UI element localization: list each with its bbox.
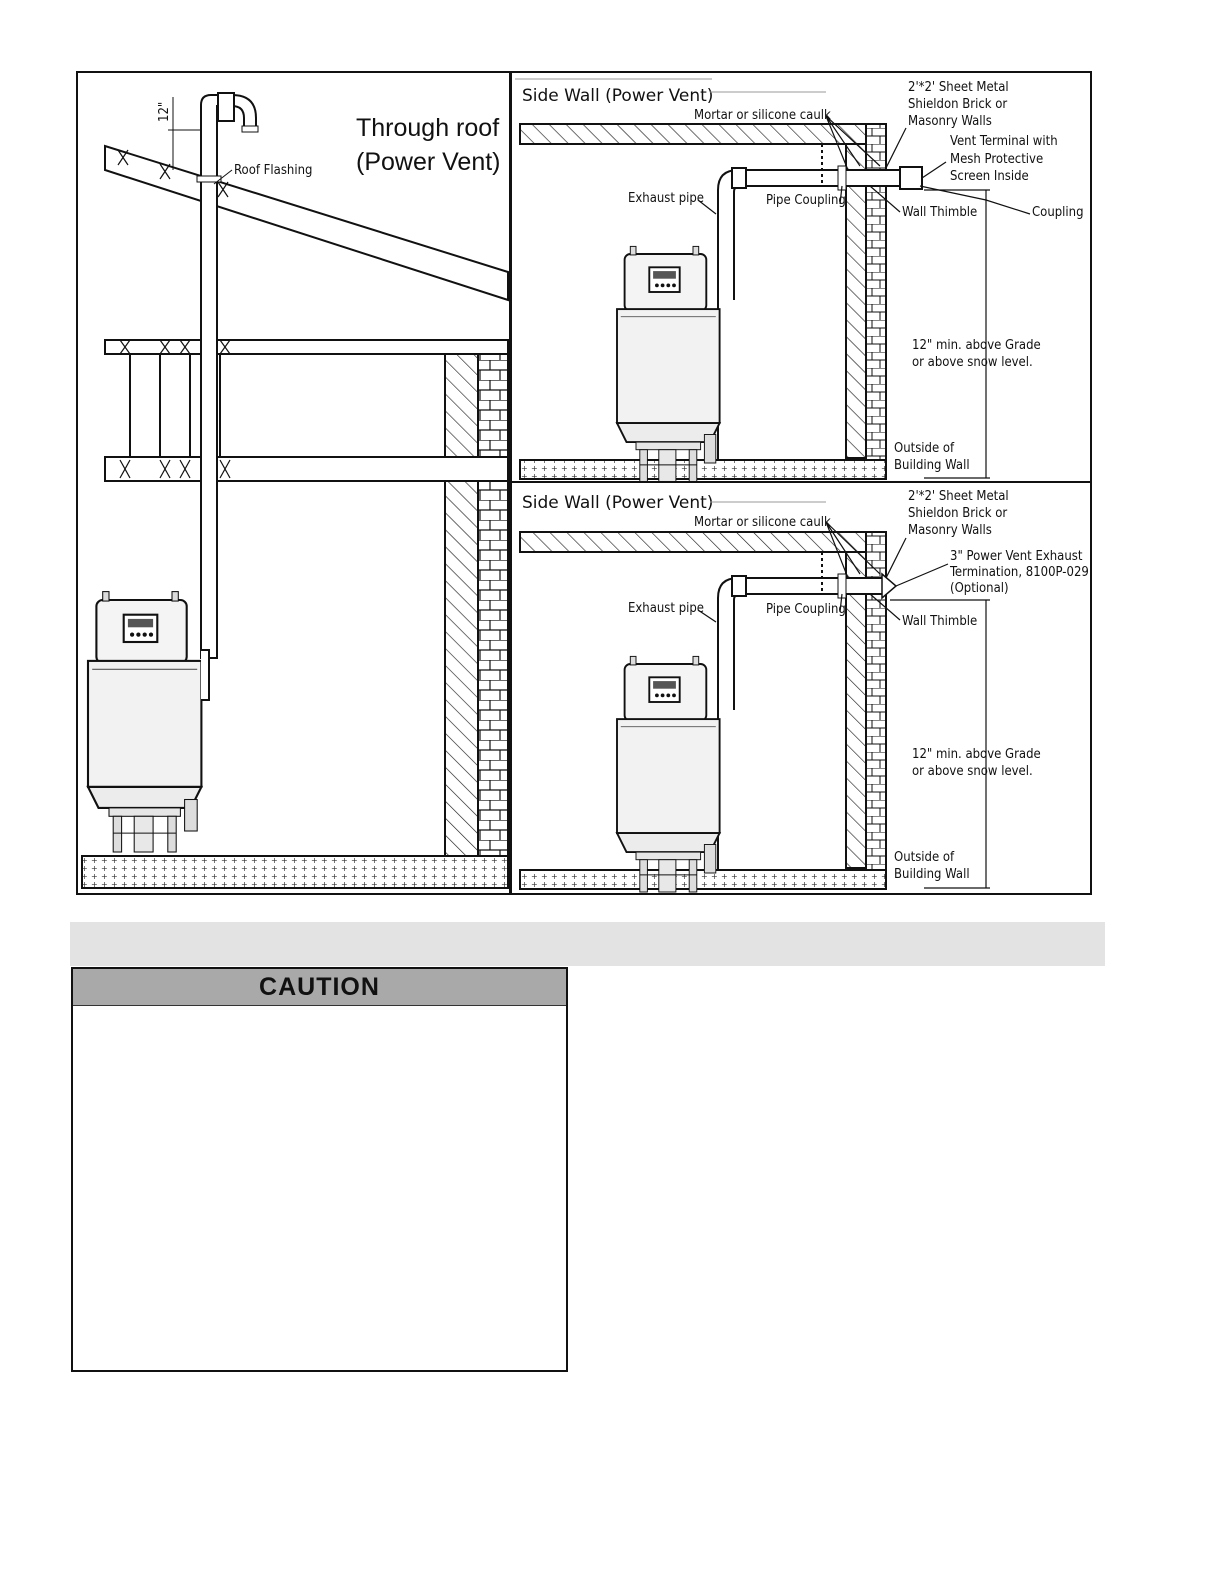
top-mortar-label: Mortar or silicone caulk — [694, 108, 831, 123]
bottom-exhaust-pipe-label: Exhaust pipe — [628, 601, 704, 616]
roof-flashing-label: Roof Flashing — [234, 163, 312, 178]
top-grade-1: 12" min. above Grade — [912, 338, 1041, 353]
top-grade-2: or above snow level. — [912, 355, 1033, 370]
bottom-mortar-label: Mortar or silicone caulk — [694, 515, 831, 530]
bottom-pipe-coupling-label: Pipe Coupling — [766, 602, 846, 617]
side-wall-panel-top: Side Wall (Power Vent) 2'*2' Sheet Metal… — [510, 71, 1092, 483]
bottom-grade-2: or above snow level. — [912, 764, 1033, 779]
top-vent-terminal-2: Mesh Protective — [950, 152, 1043, 167]
section-header-band — [70, 922, 1105, 966]
through-roof-panel: 12" Roof Flashing Through roof (Power Ve… — [76, 71, 511, 895]
top-outside-1: Outside of — [894, 441, 955, 456]
bottom-termination-3: (Optional) — [950, 581, 1009, 596]
dim-12-label: 12" — [157, 102, 172, 122]
bottom-termination-2: Termination, 8100P-029 — [949, 565, 1089, 580]
caution-title: CAUTION — [259, 972, 380, 1001]
bottom-sheet-metal-2: Shieldon Brick or — [908, 506, 1007, 521]
caution-box: CAUTION — [71, 967, 568, 1372]
through-roof-title-2: (Power Vent) — [356, 148, 501, 176]
top-pipe-coupling-label: Pipe Coupling — [766, 193, 846, 208]
bottom-outside-1: Outside of — [894, 850, 955, 865]
top-vent-terminal-1: Vent Terminal with — [950, 134, 1058, 149]
side-wall-panel-bottom: Side Wall (Power Vent) 2'*2' Sheet Metal… — [510, 481, 1092, 895]
vent-installation-figure: + — [76, 71, 1092, 895]
bottom-wall-thimble-label: Wall Thimble — [902, 614, 977, 629]
top-panel-title: Side Wall (Power Vent) — [522, 86, 713, 106]
caution-header: CAUTION — [73, 969, 566, 1006]
top-exhaust-pipe-label: Exhaust pipe — [628, 191, 704, 206]
top-coupling-label: Coupling — [1032, 205, 1084, 220]
through-roof-title-1: Through roof — [356, 114, 499, 142]
top-sheet-metal-3: Masonry Walls — [908, 114, 992, 129]
bottom-sheet-metal-3: Masonry Walls — [908, 523, 992, 538]
top-sheet-metal-2: Shieldon Brick or — [908, 97, 1007, 112]
top-sheet-metal-1: 2'*2' Sheet Metal — [908, 80, 1009, 95]
bottom-grade-1: 12" min. above Grade — [912, 747, 1041, 762]
top-wall-thimble-label: Wall Thimble — [902, 205, 977, 220]
top-outside-2: Building Wall — [894, 458, 970, 473]
bottom-panel-title: Side Wall (Power Vent) — [522, 493, 713, 513]
bottom-sheet-metal-1: 2'*2' Sheet Metal — [908, 489, 1009, 504]
bottom-termination-1: 3" Power Vent Exhaust — [950, 549, 1083, 564]
bottom-outside-2: Building Wall — [894, 867, 970, 882]
top-vent-terminal-3: Screen Inside — [950, 169, 1029, 184]
